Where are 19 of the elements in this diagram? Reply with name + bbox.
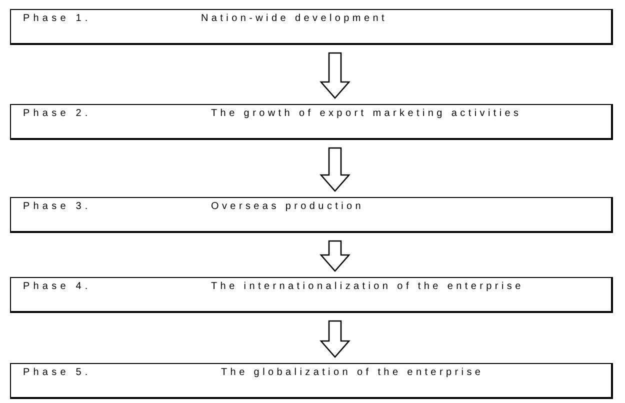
phase-label: Phase 1.	[23, 13, 92, 24]
block-arrow	[320, 52, 350, 99]
phase-box	[10, 9, 613, 45]
block-arrow	[320, 240, 350, 272]
phase-title: Overseas production	[211, 201, 364, 212]
phase-box	[10, 104, 613, 140]
phase-box	[10, 277, 613, 313]
phase-box	[10, 197, 613, 233]
phase-label: Phase 5.	[23, 367, 92, 378]
phase-title: The globalization of the enterprise	[221, 367, 484, 378]
phase-label: Phase 3.	[23, 201, 92, 212]
phase-title: The growth of export marketing activities	[211, 108, 522, 119]
block-arrow	[320, 320, 350, 358]
phase-title: Nation-wide development	[201, 13, 388, 24]
phase-title: The internationalization of the enterprise	[211, 281, 524, 292]
block-arrow	[320, 147, 350, 192]
phase-box	[10, 363, 613, 399]
phase-label: Phase 4.	[23, 281, 92, 292]
phase-label: Phase 2.	[23, 108, 92, 119]
